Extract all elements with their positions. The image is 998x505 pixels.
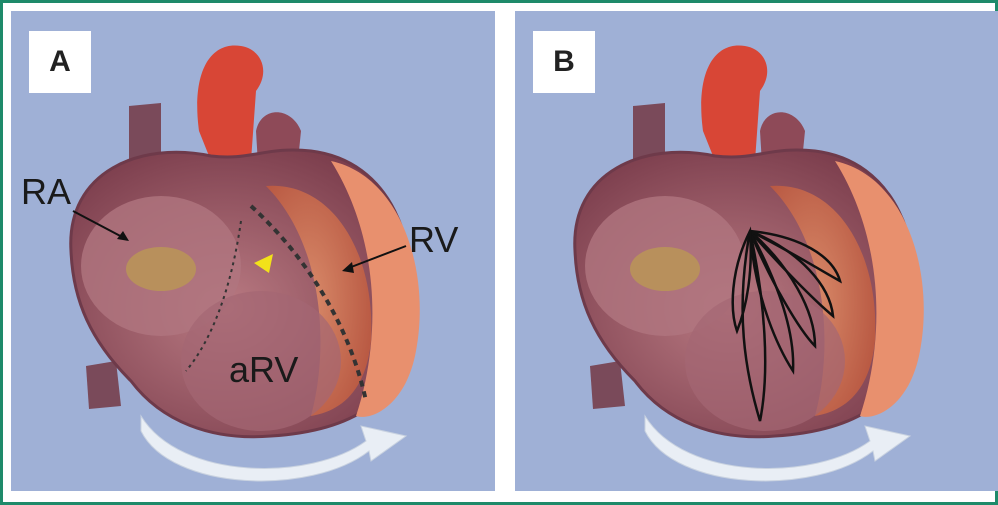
label-ra: RA <box>21 171 71 213</box>
inferior-vena-cava <box>590 361 625 409</box>
panel-a: A RA RV aRV <box>11 11 495 491</box>
panel-label-b: B <box>533 31 595 93</box>
panel-b: B <box>515 11 998 491</box>
panel-label-a: A <box>29 31 91 93</box>
aorta <box>701 45 767 161</box>
label-arv: aRV <box>229 349 298 391</box>
aorta <box>197 45 263 161</box>
fossa-ovalis <box>630 247 700 291</box>
inferior-vena-cava <box>86 361 121 409</box>
fossa-ovalis <box>126 247 196 291</box>
label-rv: RV <box>409 219 458 261</box>
